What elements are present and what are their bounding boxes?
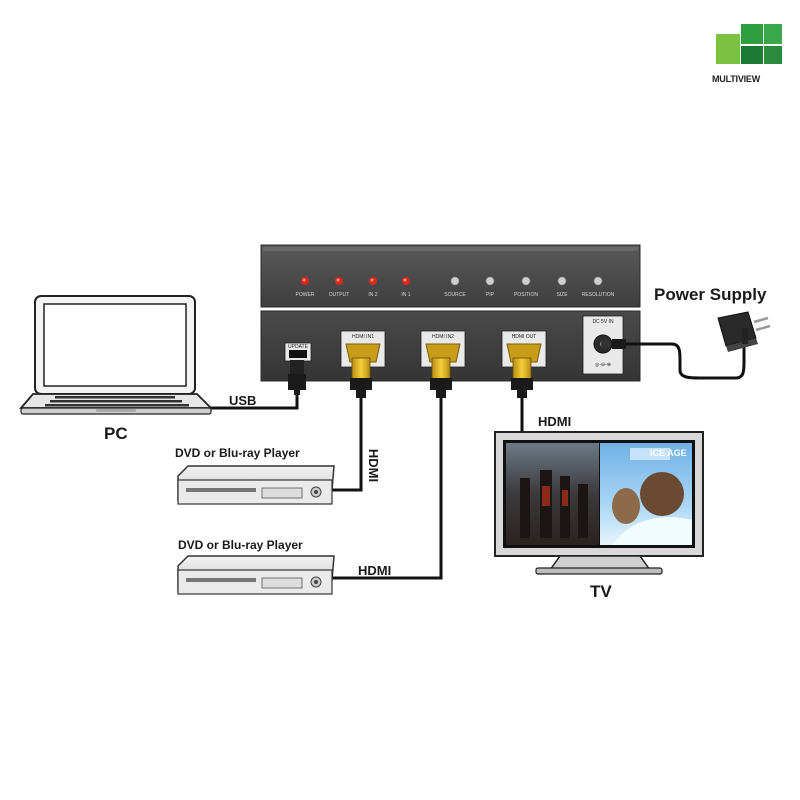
hdmi-plug-in1-icon [350,357,372,398]
port-label-hdmi-in2: HDMI IN2 [424,334,462,340]
button-label-position: POSITION [514,292,538,298]
port-label-hdmi-out: HDMI OUT [505,334,543,340]
resolution-button-icon [593,276,603,286]
power-led-icon [301,277,309,285]
usb-label: USB [229,393,257,408]
button-label-source: SOURCE [444,292,466,298]
hdmi-vertical-label: HDMI [366,448,382,483]
dvd-player-1-icon [177,465,335,505]
tv-screen-logo: ICE AGE [650,448,687,458]
power-adapter-icon [717,311,771,352]
button-label-pip: PIP [485,292,495,298]
size-button-icon [557,276,567,286]
dvd-player-1-label: DVD or Blu-ray Player [175,446,300,460]
brand-logo [716,24,782,64]
led-label-in2: IN 2 [368,292,378,298]
hdmi-cable-dvd2 [330,396,443,580]
tv-icon [494,431,704,575]
pip-button-icon [485,276,495,286]
source-button-icon [450,276,460,286]
led-label-output: OUTPUT [328,292,350,298]
cables [210,340,746,580]
brand-name: MULTIVIEW [712,74,761,84]
port-label-dc-in: DC 5V IN [585,319,621,325]
in2-led-icon [369,277,377,285]
usb-plug-icon [288,360,306,395]
port-label-update: UPDATE [286,344,310,350]
dvd-player-2-label: DVD or Blu-ray Player [178,538,303,552]
power-supply-label: Power Supply [654,285,767,304]
power-jack-polarity-mark: ◎-⊖-⊕ [585,362,621,368]
hdmi-tv-label: HDMI [538,414,572,429]
usb-cable [210,392,299,410]
pc-label: PC [104,424,128,443]
hdmi-plug-in2-icon [430,357,452,398]
multiviewer-front-panel [260,244,641,308]
dc-plug-icon [601,339,626,349]
led-label-in1: IN 1 [401,292,411,298]
button-label-size: SIZE [556,292,568,298]
led-label-power: POWER [295,292,315,298]
tv-label: TV [590,582,612,601]
in1-led-icon [402,277,410,285]
hdmi-cable-dvd1 [330,396,363,492]
port-label-hdmi-in1: HDMI IN1 [344,334,382,340]
hdmi-dvd2-label: HDMI [358,563,392,578]
hdmi-plug-out-icon [511,357,533,398]
button-label-resolution: RESOLUTION [581,292,615,298]
laptop-pc-icon [19,295,214,415]
output-led-icon [335,277,343,285]
power-cable [623,340,746,380]
position-button-icon [521,276,531,286]
dvd-player-2-icon [177,555,335,595]
